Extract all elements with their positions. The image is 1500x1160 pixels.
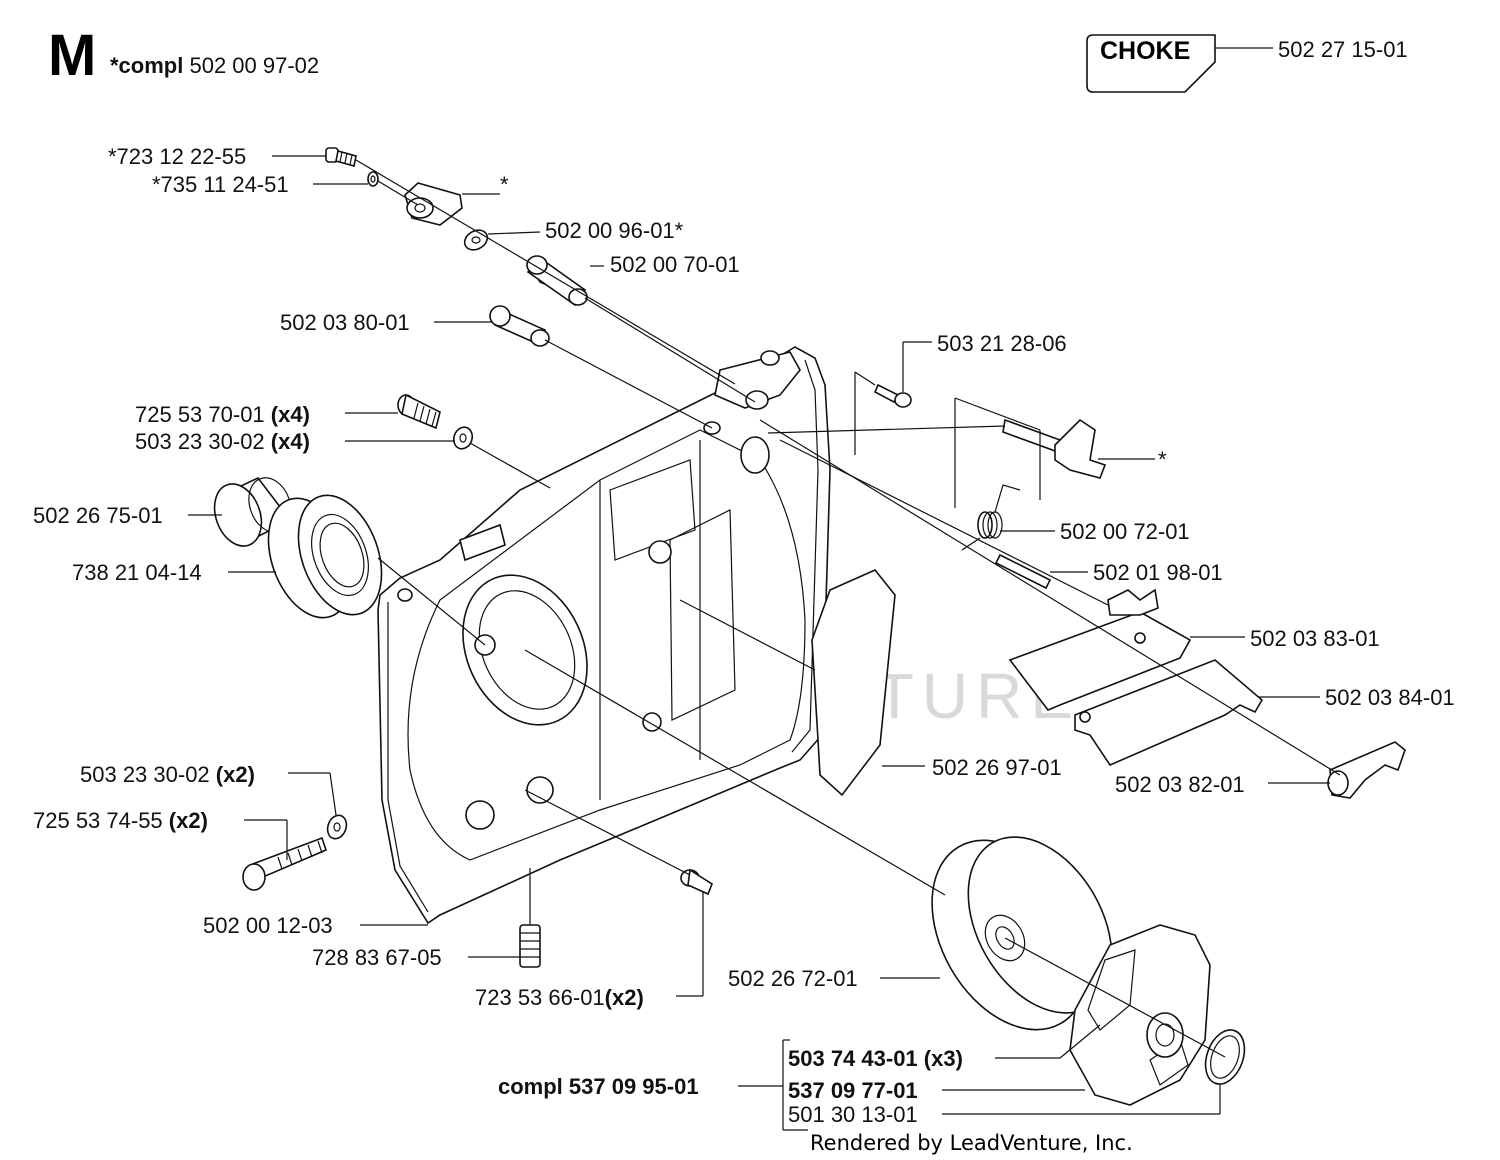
label-502-03-82-01: 502 03 82-01 bbox=[1115, 772, 1245, 797]
washer-503-23-30-02-top bbox=[452, 426, 474, 450]
label-502-26-97-01: 502 26 97-01 bbox=[932, 755, 1062, 780]
label-star-choke-lever: * bbox=[1158, 447, 1167, 472]
label-502-26-75-01: 502 26 75-01 bbox=[33, 503, 163, 528]
label-502-03-83-01: 502 03 83-01 bbox=[1250, 626, 1380, 651]
label-725-53-74-55: 725 53 74-55 (x2) bbox=[33, 808, 208, 833]
label-compl-537-09-95-01: compl 537 09 95-01 bbox=[498, 1074, 699, 1099]
screw-503-21-28-06 bbox=[873, 383, 912, 408]
washer-503-23-30-02-bottom bbox=[326, 814, 348, 840]
sleeve-502-03-80-01 bbox=[489, 305, 550, 347]
label-502-01-98-01: 502 01 98-01 bbox=[1093, 560, 1223, 585]
clutch-drum-502-26-72-01 bbox=[931, 836, 1113, 1031]
bracket-502-03-84-01 bbox=[1074, 659, 1264, 767]
label-502-26-72-01: 502 26 72-01 bbox=[728, 966, 858, 991]
rendered-by-footer: Rendered by LeadVenture, Inc. bbox=[810, 1131, 1133, 1155]
label-503-74-43-01: 503 74 43-01 (x3) bbox=[788, 1046, 963, 1071]
link-502-03-82-01 bbox=[1327, 741, 1406, 799]
label-738-21-04-14: 738 21 04-14 bbox=[72, 560, 202, 585]
plate-502-03-83-01 bbox=[1008, 588, 1192, 711]
washer-735-11-24-51 bbox=[367, 171, 379, 187]
label-502-00-70-01: 502 00 70-01 bbox=[610, 252, 740, 277]
washer-502-00-96-01 bbox=[463, 229, 489, 251]
label-728-83-67-05: 728 83 67-05 bbox=[312, 945, 442, 970]
gasket-502-26-97-01 bbox=[811, 569, 896, 797]
leader-lines bbox=[188, 155, 1341, 1131]
clutch-537-09-77-01 bbox=[1069, 924, 1211, 1106]
compl-heading: *compl 502 00 97-02 bbox=[110, 53, 319, 78]
pin-502-01-98-01 bbox=[994, 553, 1052, 590]
choke-lever bbox=[1002, 418, 1107, 479]
screw-728-83-67-05 bbox=[519, 924, 541, 968]
bracket-top bbox=[404, 182, 463, 226]
label-503-21-28-06: 503 21 28-06 bbox=[937, 331, 1067, 356]
screw-723-12-22-55 bbox=[325, 147, 357, 168]
section-letter: M bbox=[48, 23, 96, 88]
label-537-09-77-01: 537 09 77-01 bbox=[788, 1078, 918, 1103]
sleeve-502-00-70-01 bbox=[525, 255, 588, 307]
label-503-23-30-02-x2: 503 23 30-02 (x2) bbox=[80, 762, 255, 787]
crankcase-cover bbox=[377, 346, 831, 925]
screw-723-53-66-01 bbox=[680, 868, 713, 896]
label-723-12-22-55: *723 12 22-55 bbox=[108, 144, 246, 169]
label-723-53-66-01: 723 53 66-01(x2) bbox=[475, 985, 644, 1010]
label-502-03-80-01: 502 03 80-01 bbox=[280, 310, 410, 335]
choke-part-number: 502 27 15-01 bbox=[1278, 37, 1408, 62]
choke-label: CHOKE bbox=[1100, 37, 1190, 65]
screw-725-53-74-55 bbox=[242, 836, 327, 891]
label-502-00-12-03: 502 00 12-03 bbox=[203, 913, 333, 938]
label-star-bracket: * bbox=[500, 172, 509, 197]
label-725-53-70-01: 725 53 70-01 (x4) bbox=[135, 402, 310, 427]
label-502-00-72-01: 502 00 72-01 bbox=[1060, 519, 1190, 544]
label-735-11-24-51: *735 11 24-51 bbox=[152, 172, 289, 197]
label-503-23-30-02-x4: 503 23 30-02 (x4) bbox=[135, 429, 310, 454]
label-502-03-84-01: 502 03 84-01 bbox=[1325, 685, 1455, 710]
bearing-738-21-04-14 bbox=[267, 494, 383, 619]
choke-decal: CHOKE bbox=[1086, 34, 1273, 93]
screw-725-53-70-01 bbox=[397, 393, 441, 430]
label-502-00-96-01: 502 00 96-01* bbox=[545, 218, 684, 243]
spring-502-00-72-01 bbox=[961, 484, 1021, 551]
label-501-30-13-01: 501 30 13-01 bbox=[788, 1102, 918, 1127]
